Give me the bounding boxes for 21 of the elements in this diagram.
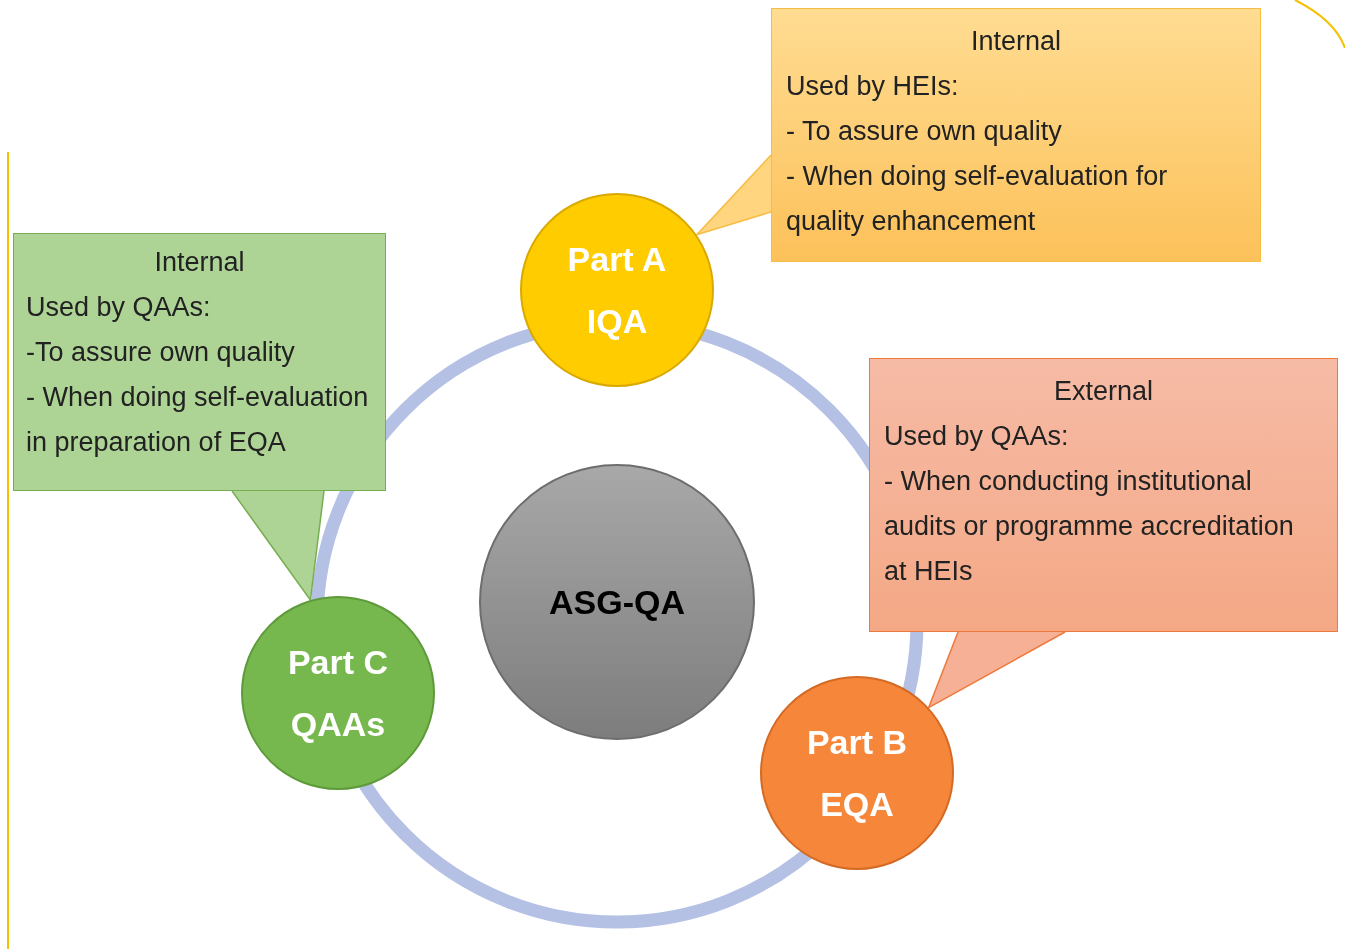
node-label: Part B — [806, 722, 908, 763]
callout-box — [13, 233, 386, 491]
callout-box — [869, 358, 1338, 632]
callout-box — [771, 8, 1261, 262]
callout-text: - When doing self-evaluation for quality enhancement — [786, 160, 1169, 238]
callout-text: Used by QAAs: — [884, 420, 1070, 453]
callout-heading: Internal — [153, 246, 246, 279]
node-label: Part C — [287, 642, 389, 683]
callout-text: Used by HEIs: — [786, 70, 960, 103]
callout-text: - When conducting institutional audits or programme accreditation at HEIs — [884, 465, 1295, 588]
node-label: EQA — [820, 784, 894, 825]
callout-heading: External — [1052, 375, 1155, 408]
callout-text: Used by QAAs: — [26, 291, 212, 324]
node-label: QAAs — [290, 704, 386, 745]
node-label: Part A — [567, 239, 667, 280]
node-label: IQA — [586, 301, 648, 342]
callout-text: -To assure own quality — [26, 336, 296, 369]
callout-heading: Internal — [969, 25, 1063, 58]
node-label: ASG-QA — [549, 582, 685, 623]
callout-text: - To assure own quality — [786, 115, 1063, 148]
callout-text: - When doing self-evaluation in preparation of EQA — [26, 381, 370, 459]
